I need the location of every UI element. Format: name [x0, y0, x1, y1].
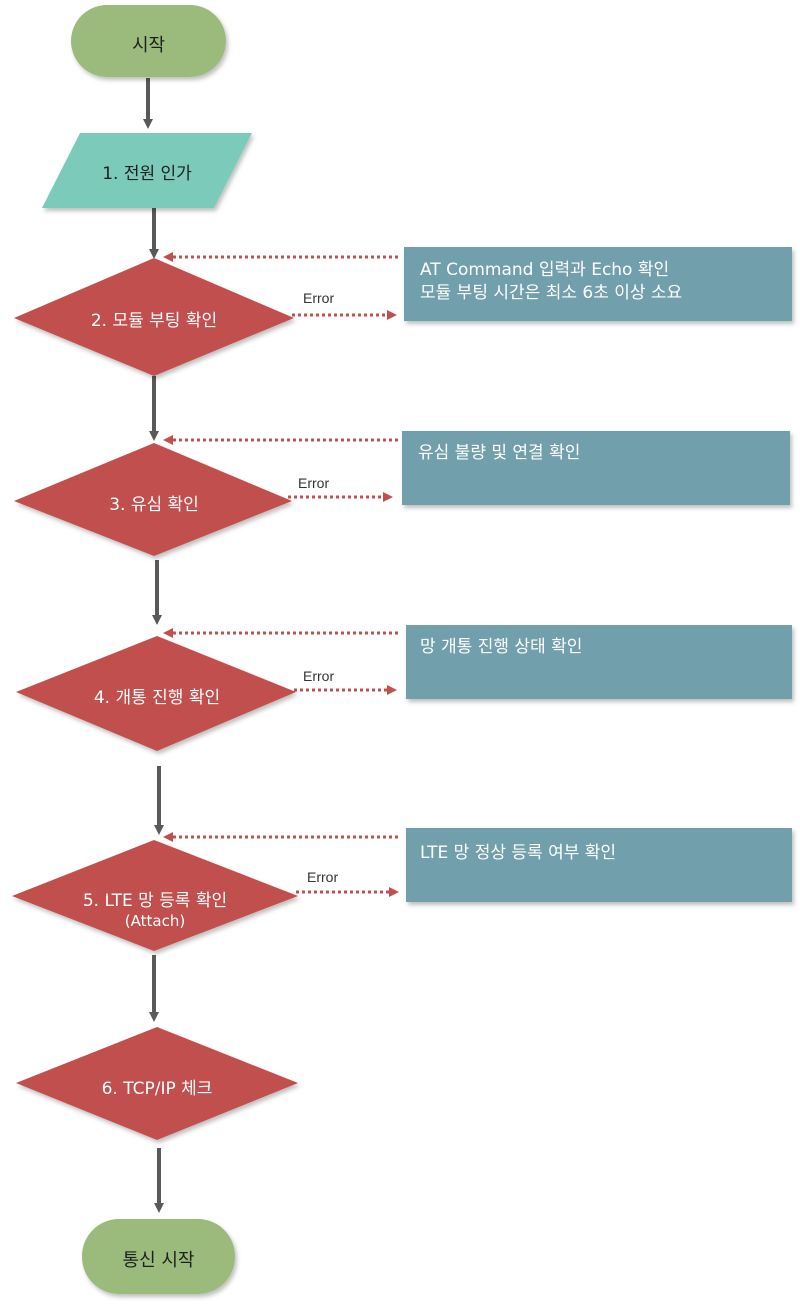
error-label-activation: Error: [303, 668, 335, 684]
error-label-lte: Error: [307, 869, 339, 885]
usim-label: 3. 유심 확인: [109, 495, 199, 515]
activation-label: 4. 개통 진행 확인: [93, 688, 221, 708]
error-arrows: [163, 252, 399, 897]
end-label: 통신 시작: [122, 1250, 195, 1271]
main-flow-arrows: [143, 78, 164, 1213]
note-box-usim: [402, 431, 790, 505]
error-label-boot: Error: [303, 290, 335, 306]
lte-register-sublabel: (Attach): [124, 912, 186, 930]
note-box-lte-register: [406, 828, 792, 902]
tcpip-label: 6. TCP/IP 체크: [101, 1079, 213, 1099]
lte-register-decision: [12, 840, 298, 951]
end-terminal: [82, 1219, 235, 1294]
tcpip-decision: [16, 1027, 298, 1140]
note-box-module-boot: [404, 247, 792, 321]
power-label: 1. 전원 인가: [102, 164, 192, 184]
note-text-usim: 유심 불량 및 연결 확인: [418, 443, 581, 463]
note-text-lte-register: LTE 망 정상 등록 여부 확인: [420, 843, 617, 863]
lte-register-label: 5. LTE 망 등록 확인: [82, 891, 228, 911]
start-terminal: [71, 5, 226, 77]
note-text-module-boot-line1: AT Command 입력과 Echo 확인: [420, 260, 670, 280]
power-io-shape: [42, 133, 252, 208]
usim-decision: [14, 443, 292, 556]
note-box-activation: [406, 625, 792, 699]
activation-decision: [16, 636, 296, 751]
module-boot-decision: [14, 258, 294, 376]
module-boot-label: 2. 모듈 부팅 확인: [90, 311, 218, 331]
start-label: 시작: [131, 35, 166, 56]
error-label-usim: Error: [298, 475, 330, 491]
note-text-activation: 망 개통 진행 상태 확인: [420, 637, 583, 657]
note-text-module-boot-line2: 모듈 부팅 시간은 최소 6초 이상 소요: [420, 283, 683, 303]
